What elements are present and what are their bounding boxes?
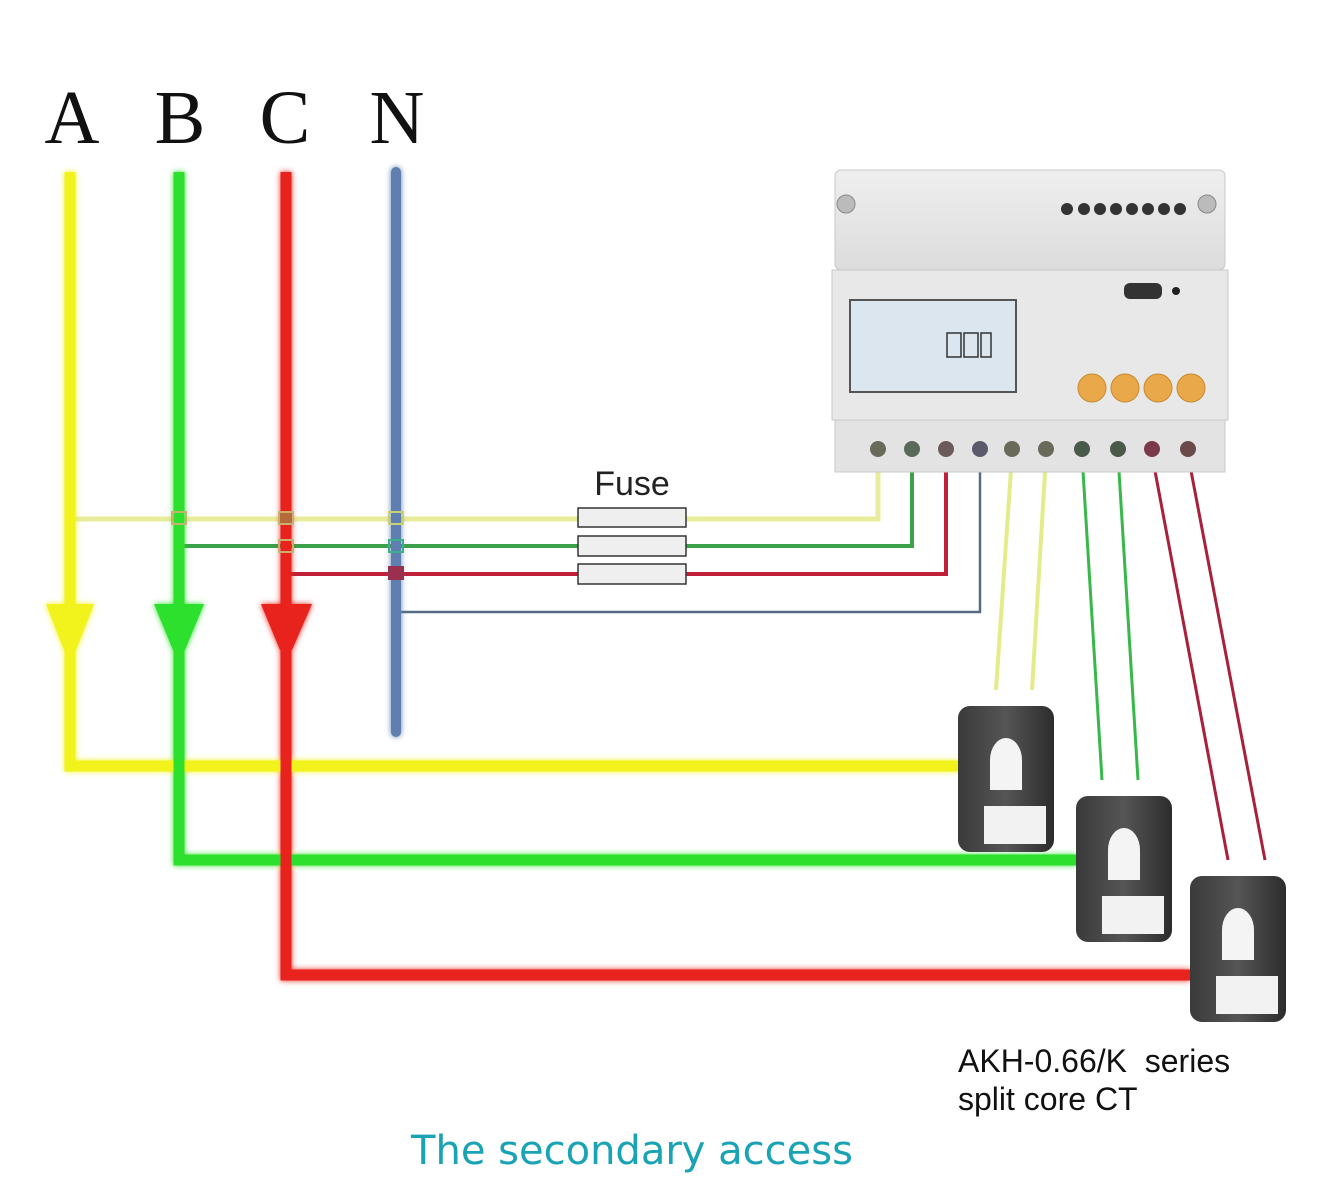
arrow-b xyxy=(154,604,204,650)
phase-label-n: N xyxy=(370,76,425,160)
fuse-c xyxy=(577,563,687,585)
voltage-tap-c xyxy=(286,455,948,576)
energy-meter xyxy=(831,169,1229,473)
conductor-a xyxy=(64,172,960,772)
arrow-c xyxy=(261,604,312,650)
fuse-a xyxy=(577,507,687,528)
voltage-tap-b xyxy=(180,455,914,548)
meter-buttons xyxy=(1077,373,1206,403)
lcd-digits xyxy=(946,332,992,358)
phase-label-c: C xyxy=(260,76,311,160)
ct-secondary-leads xyxy=(994,454,1267,861)
meter-button[interactable] xyxy=(1176,373,1206,403)
ct-c xyxy=(1190,876,1286,1022)
phase-label-b: B xyxy=(155,76,206,160)
voltage-tap-a xyxy=(72,455,881,522)
conductor-b xyxy=(173,172,1076,866)
voltage-tap-n xyxy=(397,455,982,614)
fuse-group: Fuse xyxy=(577,465,687,585)
phase-conductors xyxy=(46,167,1190,981)
ct-caption-line1: AKH-0.66/K series xyxy=(958,1043,1230,1079)
meter-top-housing xyxy=(834,169,1226,271)
phase-label-a: A xyxy=(45,76,100,160)
meter-button[interactable] xyxy=(1077,373,1107,403)
arrow-a xyxy=(46,604,94,650)
fuse-label: Fuse xyxy=(594,465,670,503)
meter-button[interactable] xyxy=(1143,373,1173,403)
lcd-display xyxy=(849,299,1017,393)
meter-terminals xyxy=(870,441,1196,457)
conductor-c xyxy=(280,172,1190,981)
voltage-tap-wires xyxy=(72,455,982,614)
fuse-b xyxy=(577,535,687,557)
pulse-led xyxy=(1172,287,1180,295)
meter-terminal-strip xyxy=(834,419,1226,473)
ct-caption-line2: split core CT xyxy=(958,1081,1138,1117)
screw-icon xyxy=(836,194,856,214)
tap-junctions xyxy=(171,511,404,580)
comm-ports xyxy=(1061,203,1186,215)
screw-icon xyxy=(1197,194,1217,214)
ct-a xyxy=(958,706,1054,852)
ir-port xyxy=(1124,283,1162,299)
ct-b xyxy=(1076,796,1172,942)
footer-caption: The secondary access xyxy=(410,1128,853,1174)
meter-button[interactable] xyxy=(1110,373,1140,403)
